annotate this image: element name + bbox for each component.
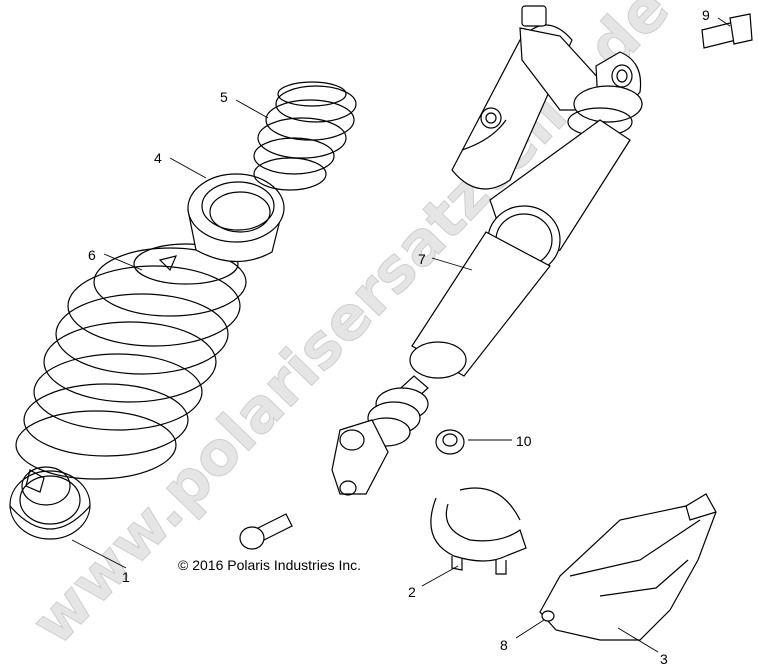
callout-9: 9 <box>702 7 710 23</box>
callout-8: 8 <box>500 637 508 653</box>
leader-5 <box>235 99 269 119</box>
leader-1 <box>71 539 127 569</box>
callout-7: 7 <box>418 251 426 267</box>
leader-lines <box>71 17 731 653</box>
part-nut <box>435 429 465 455</box>
callout-1: 1 <box>122 569 130 585</box>
copyright-text: © 2016 Polaris Industries Inc. <box>178 557 361 573</box>
leader-9 <box>717 17 731 27</box>
leader-6 <box>103 253 143 271</box>
part-bracket-clip <box>430 487 527 575</box>
part-guard <box>539 493 717 641</box>
part-bolt-lower <box>239 513 293 550</box>
part-tender-spring <box>253 81 357 191</box>
part-bolt-upper <box>701 13 753 49</box>
callout-labels: 1 2 3 4 5 6 7 8 9 10 <box>88 7 710 667</box>
leader-2 <box>421 565 459 587</box>
leader-3 <box>617 627 659 653</box>
callout-10: 10 <box>516 433 532 449</box>
callout-2: 2 <box>408 584 416 600</box>
callout-5: 5 <box>220 89 228 105</box>
part-spring-retainer <box>9 466 91 540</box>
callout-4: 4 <box>154 150 162 166</box>
part-shock-absorber <box>331 5 643 496</box>
leader-7 <box>431 257 473 271</box>
callout-3: 3 <box>660 651 668 667</box>
leader-4 <box>169 157 207 179</box>
part-fastener <box>541 610 555 622</box>
part-spring-adapter <box>187 173 285 263</box>
leader-8 <box>515 619 545 639</box>
part-main-spring <box>15 243 247 480</box>
callout-6: 6 <box>88 247 96 263</box>
